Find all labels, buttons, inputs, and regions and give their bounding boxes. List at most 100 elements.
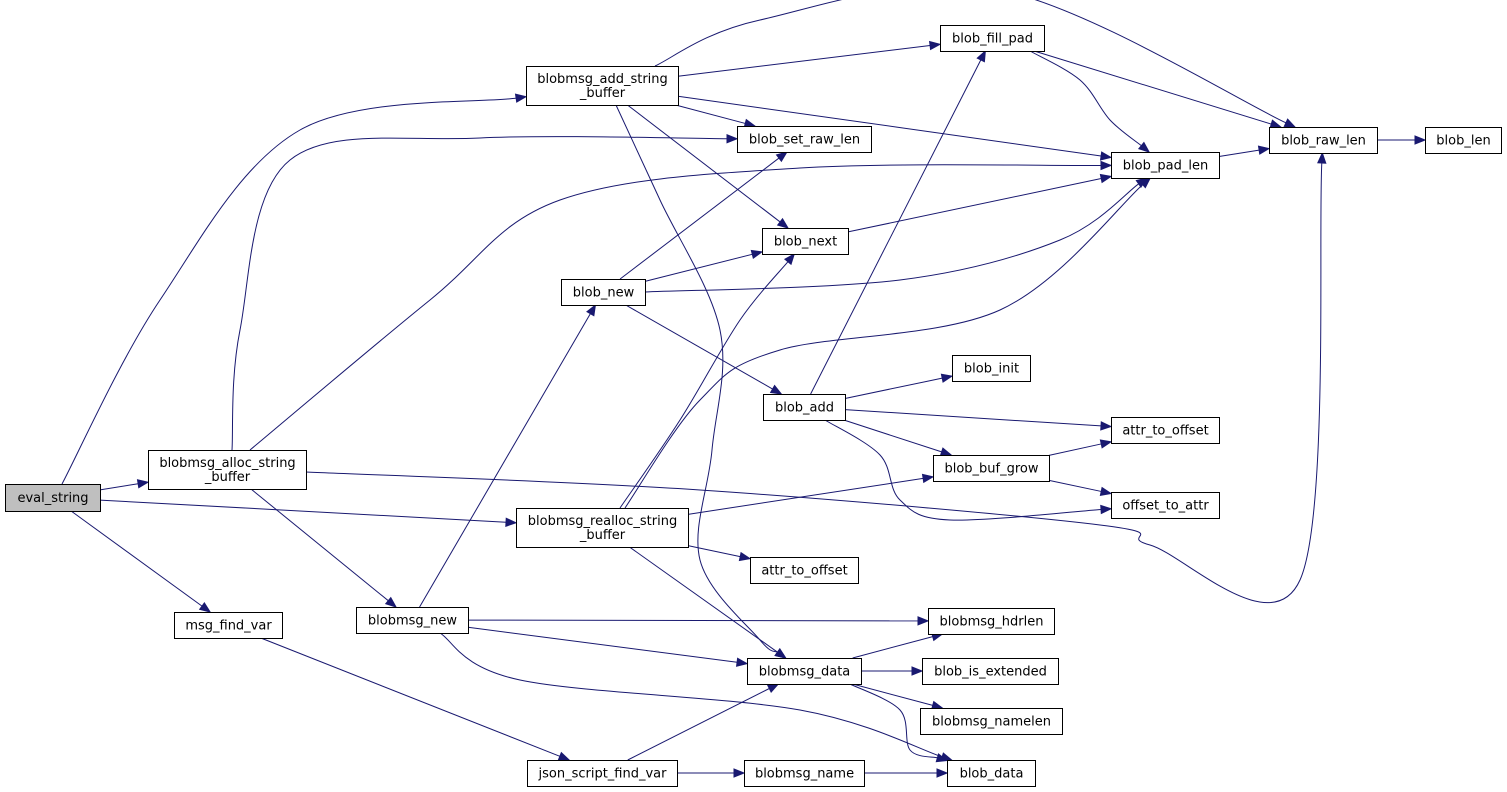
node-box[interactable] [762,228,849,255]
node-box[interactable] [920,708,1063,735]
edge-blobmsg_alloc_string_buffer-to-blob_raw_len [305,162,1323,604]
edge-arrowhead [936,768,949,778]
node-box[interactable] [750,557,859,584]
edge-blob_pad_len-to-blob_raw_len [1218,149,1260,157]
node-box[interactable] [526,66,679,106]
node-box[interactable] [1111,417,1220,444]
node-blobmsg_realloc_string_buffer[interactable]: blobmsg_realloc_string_buffer [516,508,689,548]
node-box[interactable] [947,760,1036,787]
node-box[interactable] [744,760,865,787]
node-blobmsg_namelen[interactable]: blobmsg_namelen [920,708,1063,735]
node-label: blob_fill_pad [952,32,1033,47]
edge-arrowhead [769,384,783,395]
node-blob_is_extended[interactable]: blob_is_extended [922,658,1059,685]
node-blobmsg_new[interactable]: blobmsg_new [356,607,469,634]
node-label: blobmsg_alloc_string [159,456,295,471]
edge-blob_add-to-blob_fill_pad [810,59,982,395]
node-box[interactable] [940,25,1045,52]
node-box[interactable] [356,607,469,634]
edge-blobmsg_add_string_buffer-to-blob_next [627,104,781,223]
edge-arrowhead [384,596,398,608]
edge-arrowhead [136,479,150,489]
edge-arrowhead [917,616,930,626]
edge-eval_string-to-blobmsg_alloc_string_buffer [99,483,139,491]
node-box[interactable] [561,279,646,306]
node-box[interactable] [148,450,307,490]
node-label: blob_next [774,235,837,250]
node-eval_string[interactable]: eval_string [5,484,101,512]
node-label: blob_is_extended [934,665,1047,680]
edge-arrowhead [1099,486,1113,496]
edge-arrowhead [1100,160,1113,171]
node-blobmsg_add_string_buffer[interactable]: blobmsg_add_string_buffer [526,66,679,106]
edge-blob_add-to-blob_buf_grow [843,419,942,453]
node-blob_add[interactable]: blob_add [763,394,846,421]
node-box[interactable] [1111,152,1220,179]
edge-blob_add-to-blob_init [844,377,943,399]
node-box[interactable] [1269,127,1378,154]
node-label: blob_set_raw_len [749,133,860,148]
node-blobmsg_name[interactable]: blobmsg_name [744,760,865,787]
node-blob_len[interactable]: blob_len [1425,127,1502,154]
node-box[interactable] [1111,492,1220,519]
node-blobmsg_hdrlen[interactable]: blobmsg_hdrlen [928,608,1055,635]
edge-arrowhead [783,252,796,266]
edge-arrowhead [738,551,752,562]
edge-blobmsg_alloc_string_buffer-to-blob_pad_len [249,164,1102,451]
node-label: blob_data [960,767,1024,782]
edge-blobmsg_add_string_buffer-to-blob_pad_len [677,95,1102,157]
node-blob_init[interactable]: blob_init [952,355,1031,382]
node-label: blob_new [573,286,635,301]
node-blob_pad_len[interactable]: blob_pad_len [1111,152,1220,179]
edge-blobmsg_new-to-blob_data [439,632,943,758]
node-box[interactable] [737,126,872,153]
node-label: blobmsg_hdrlen [940,615,1044,630]
edge-arrowhead [1099,173,1113,184]
node-offset_to_attr[interactable]: offset_to_attr [1111,492,1220,519]
node-msg_find_var[interactable]: msg_find_var [174,612,283,639]
node-box[interactable] [1425,127,1502,154]
edge-arrowhead [733,768,746,778]
node-box[interactable] [928,608,1055,635]
node-blob_set_raw_len[interactable]: blob_set_raw_len [737,126,872,153]
edge-arrowhead [1257,145,1271,155]
node-box[interactable] [527,760,678,787]
node-blob_raw_len[interactable]: blob_raw_len [1269,127,1378,154]
node-box[interactable] [747,658,862,685]
node-blob_new[interactable]: blob_new [561,279,646,306]
node-label: blobmsg_data [759,665,851,680]
edge-blobmsg_alloc_string_buffer-to-blobmsg_new [250,488,389,602]
edge-blob_buf_grow-to-offset_to_attr [1048,479,1102,492]
node-blob_data[interactable]: blob_data [947,760,1036,787]
node-label: offset_to_attr [1122,499,1209,514]
edge-blobmsg_data-to-blobmsg_hdrlen [852,636,933,659]
node-box[interactable] [952,355,1031,382]
node-blob_fill_pad[interactable]: blob_fill_pad [940,25,1045,52]
edge-blobmsg_new-to-blobmsg_hdrlen [467,619,919,622]
node-attr_to_offset[interactable]: attr_to_offset [1111,417,1220,444]
node-box[interactable] [763,394,846,421]
node-box[interactable] [5,484,101,512]
node-blobmsg_data[interactable]: blobmsg_data [747,658,862,685]
node-blobmsg_alloc_string_buffer[interactable]: blobmsg_alloc_string_buffer [148,450,307,490]
node-box[interactable] [516,508,689,548]
edge-arrowhead [1135,177,1148,188]
node-box[interactable] [174,612,283,639]
node-blob_next[interactable]: blob_next [762,228,849,255]
edge-blobmsg_new-to-blob_new [419,313,591,608]
node-label: blob_len [1436,134,1490,149]
node-attr_to_offset_2[interactable]: attr_to_offset [750,557,859,584]
node-label: blob_buf_grow [944,462,1038,477]
edge-arrowhead [940,373,954,383]
node-box[interactable] [933,455,1050,482]
node-box[interactable] [922,658,1059,685]
edge-arrowhead [775,151,788,163]
edge-arrowhead [1100,421,1113,431]
edge-eval_string-to-msg_find_var [70,510,203,607]
edge-arrowhead [929,40,942,51]
node-json_script_find_var[interactable]: json_script_find_var [527,760,678,787]
edge-arrowhead [1099,151,1113,161]
edge-blob_new-to-blob_next [644,253,753,282]
node-blob_buf_grow[interactable]: blob_buf_grow [933,455,1050,482]
node-label: blob_init [964,362,1019,377]
